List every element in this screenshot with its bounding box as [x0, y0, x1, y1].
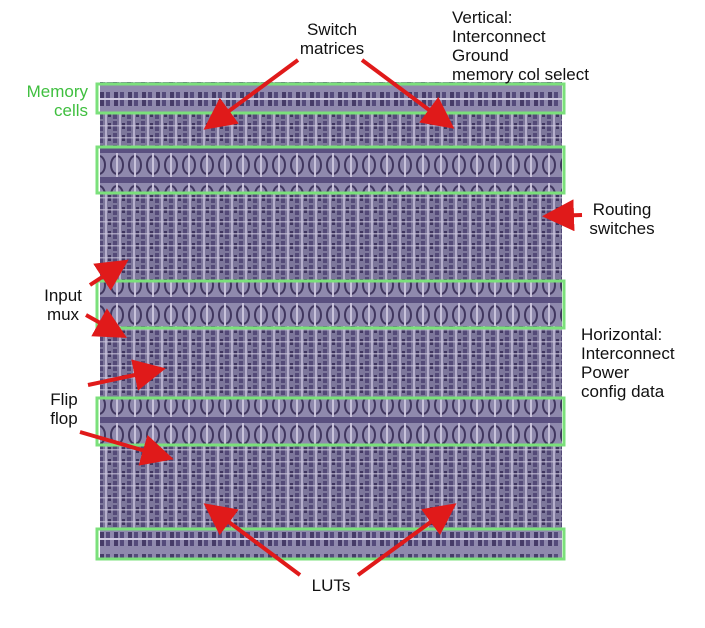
arrow-flip-flop-top [87, 359, 166, 391]
label-line: cells [53, 101, 88, 120]
label-line: Ground [452, 46, 509, 65]
label-line: config data [581, 382, 665, 401]
memory-row-texture [100, 282, 562, 326]
arrow-routing-switches [542, 199, 583, 232]
label-luts: LUTs [296, 576, 366, 595]
label-memory-cells: Memory cells [6, 82, 88, 120]
arrow-input-mux-bottom [85, 308, 127, 338]
memory-highlight-box [95, 145, 566, 195]
label-line: matrices [299, 39, 365, 58]
label-line: Flip [50, 390, 78, 409]
label-line: Power [581, 363, 630, 382]
label-switch-matrices: Switch matrices [287, 20, 377, 58]
label-line: flop [50, 409, 78, 428]
label-flip-flop: Flip flop [36, 390, 92, 428]
label-line: LUTs [311, 576, 351, 595]
memory-highlight-box [95, 396, 566, 447]
arrow-input-mux-top [88, 259, 129, 291]
memory-row-texture [100, 398, 562, 444]
label-line: mux [46, 305, 80, 324]
label-routing-switches: Routing switches [578, 200, 666, 238]
memory-cell-highlights [95, 82, 566, 561]
label-vertical: Vertical: Interconnect Ground memory col… [452, 8, 672, 84]
arrow-switch-matrix-left [203, 58, 300, 130]
label-line: Interconnect [581, 344, 675, 363]
memory-highlight-box [95, 527, 566, 561]
arrow-luts-right [356, 503, 457, 577]
label-line: Input [44, 286, 82, 305]
label-line: switches [589, 219, 655, 238]
memory-row-texture [100, 530, 562, 558]
label-line: Vertical: [452, 8, 513, 27]
memory-row-texture [100, 85, 562, 113]
label-horizontal: Horizontal: Interconnect Power config da… [581, 325, 701, 401]
label-line: Switch [306, 20, 358, 39]
arrow-luts-left [203, 503, 302, 577]
memory-highlight-box [95, 279, 566, 330]
memory-highlight-box [95, 82, 566, 115]
memory-row-texture [100, 148, 562, 192]
label-line: Routing [592, 200, 652, 219]
label-line: Memory [26, 82, 88, 101]
label-line: Horizontal: [581, 325, 663, 344]
label-line: Interconnect [452, 27, 546, 46]
label-line: memory col select [452, 65, 589, 84]
arrow-switch-matrix-right [360, 58, 455, 129]
arrow-flip-flop-bottom [79, 430, 174, 466]
label-input-mux: Input mux [30, 286, 96, 324]
